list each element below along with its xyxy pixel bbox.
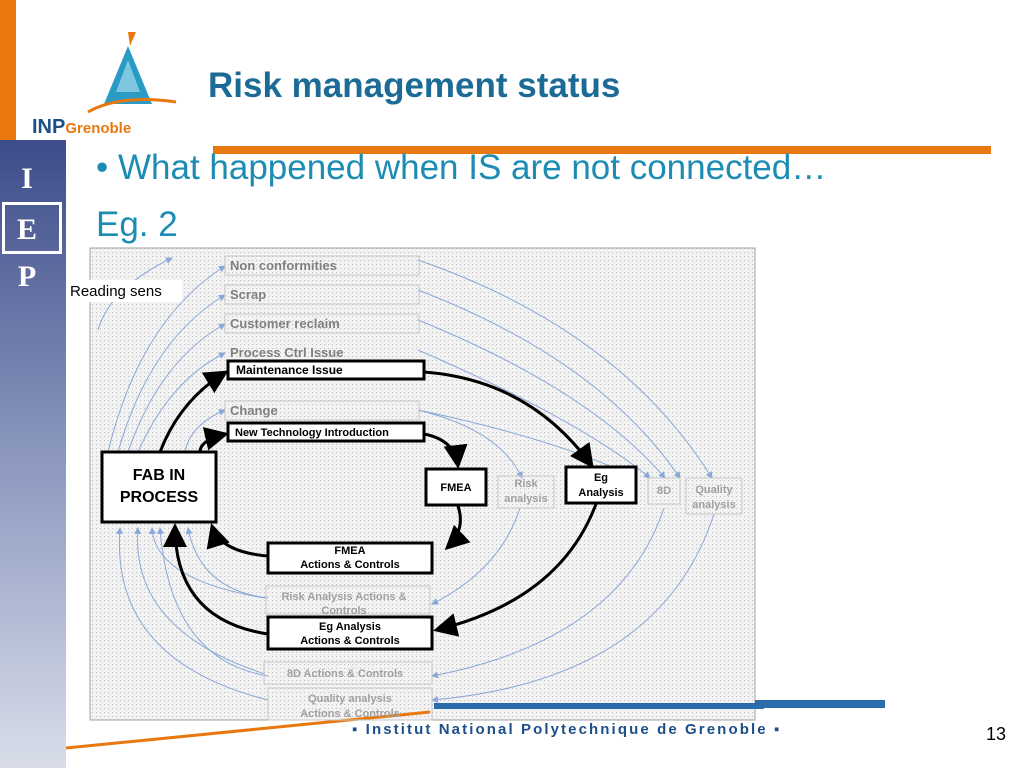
box-8d: 8D [657,485,671,497]
orange-swoosh [65,710,431,750]
box-risk-line1: Risk [514,478,538,490]
box-change: Change [230,403,278,418]
side-letter-p: P [17,260,37,293]
logo-brand-b: Grenoble [65,120,132,137]
side-bar: I E P [0,140,66,768]
risk-actions-line1: Risk Analysis Actions & [281,591,406,603]
side-letter-frame [2,202,62,254]
logo-text: INPGrenoble [32,116,131,139]
box-eg-line2: Analysis [578,487,623,499]
side-letter-i: I [21,162,33,195]
box-fmea: FMEA [440,482,471,494]
box-eg-line1: Eg [594,472,608,484]
footer-rule [755,700,885,708]
example-label: Eg. 2 [96,205,178,244]
quality-actions-line1: Quality analysis [308,693,392,705]
box-process-ctrl-issue: Process Ctrl Issue [230,345,343,360]
eightd-actions: 8D Actions & Controls [287,668,403,680]
eg-actions-line1: Eg Analysis [319,621,381,633]
fmea-actions-line2: Actions & Controls [300,559,400,571]
orange-strip [0,0,16,140]
box-scrap: Scrap [230,287,266,302]
page-number: 13 [986,724,1007,744]
footer-institution: ▪ Institut National Polytechnique de Gre… [352,721,782,738]
box-quality-line2: analysis [692,499,735,511]
title-rule [213,146,991,154]
inp-logo-icon [87,32,177,114]
box-risk-line2: analysis [504,493,547,505]
box-customer-reclaim: Customer reclaim [230,316,340,331]
quality-actions-line2: Actions & Controls [300,708,400,720]
bullet-text: • What happened when IS are not connecte… [96,148,827,187]
fmea-actions-line1: FMEA [334,545,365,557]
side-letter-e: E [16,213,37,246]
box-quality-line1: Quality [695,484,733,496]
fab-label-line1: FAB IN [133,467,185,484]
fab-label-line2: PROCESS [120,489,199,506]
box-non-conformities: Non conformities [230,258,337,273]
risk-actions-line2: Controls [321,605,366,617]
slide-title: Risk management status [208,66,621,105]
reading-sense-label: Reading sens [70,283,162,300]
footer-rule-inner [434,703,764,709]
box-maintenance-issue: Maintenance Issue [236,363,343,377]
box-new-technology: New Technology Introduction [235,427,389,439]
logo-brand-a: INP [32,116,66,138]
eg-actions-line2: Actions & Controls [300,635,400,647]
